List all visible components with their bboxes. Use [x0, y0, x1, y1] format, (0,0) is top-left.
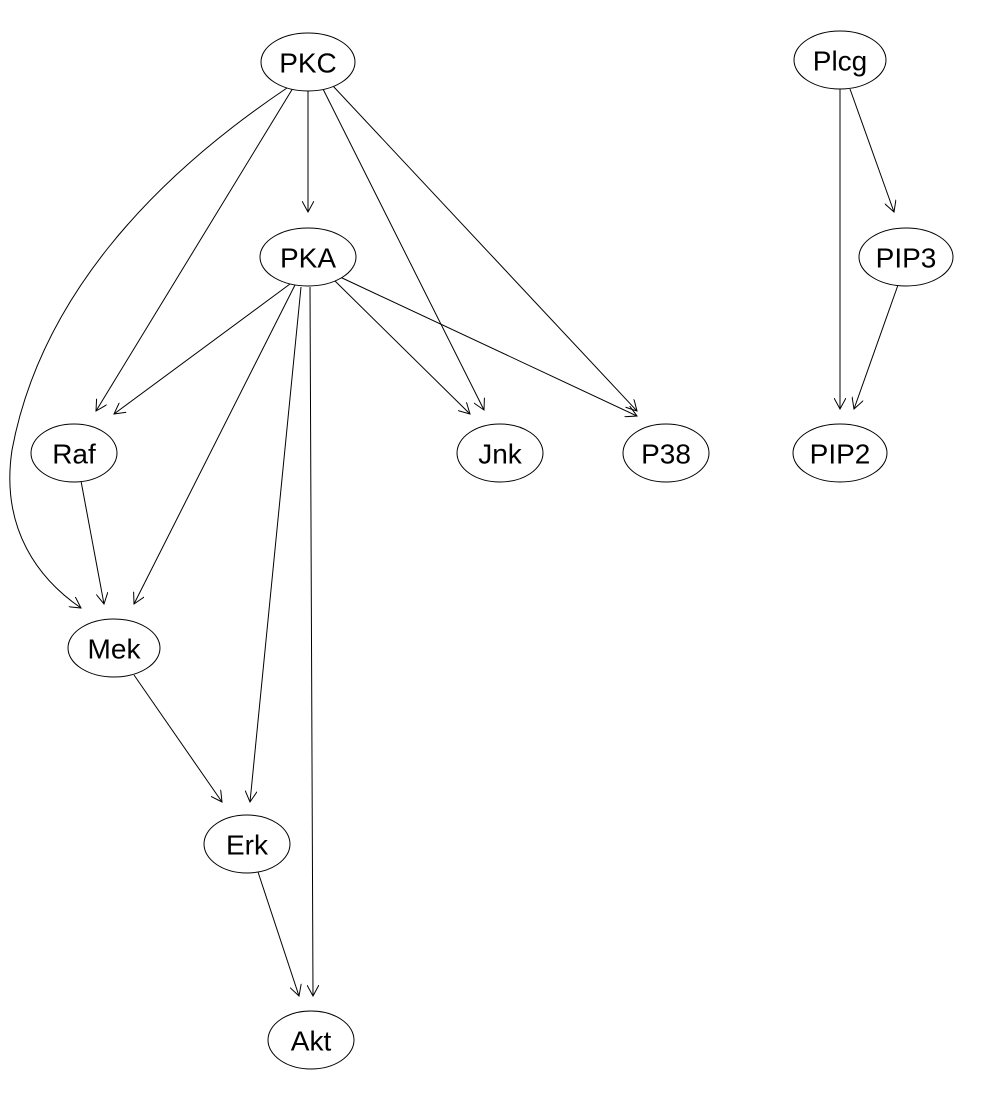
- node-p38: P38: [622, 423, 710, 483]
- node-shape: [67, 618, 161, 678]
- edge-pka-to-akt: [310, 286, 313, 996]
- edge-arrow: [849, 88, 894, 212]
- node-label: PKA: [280, 243, 336, 274]
- node-shape: [260, 32, 356, 92]
- node-mek: Mek: [67, 618, 161, 678]
- node-label: Akt: [291, 1026, 332, 1057]
- node-pka: PKA: [259, 227, 357, 287]
- edge-pka-to-erk: [250, 286, 302, 802]
- edge-arrow: [310, 286, 313, 996]
- edge-plcg-to-pip3: [849, 88, 894, 212]
- edge-arrow: [96, 87, 294, 411]
- node-label: Erk: [226, 830, 269, 861]
- node-label: P38: [641, 439, 691, 470]
- edge-arrow: [854, 284, 899, 409]
- node-label: PIP2: [810, 439, 871, 470]
- edge-pkc-to-jnk: [322, 88, 484, 410]
- node-plcg: Plcg: [793, 30, 887, 90]
- edges-layer: [9, 85, 899, 996]
- edge-arrow: [339, 276, 637, 416]
- node-pkc: PKC: [260, 32, 356, 92]
- node-label: PKC: [279, 48, 337, 79]
- node-shape: [456, 423, 544, 483]
- edge-pkc-to-p38: [332, 85, 637, 411]
- edge-pkc-to-mek: [9, 87, 288, 608]
- edge-pka-to-mek: [134, 284, 296, 604]
- node-pip2: PIP2: [792, 423, 888, 483]
- edge-raf-to-mek: [80, 480, 104, 604]
- node-shape: [30, 423, 118, 483]
- edge-arrow: [250, 286, 302, 802]
- node-label: Jnk: [478, 439, 523, 470]
- edge-arrow: [332, 85, 637, 411]
- edge-pkc-to-raf: [96, 87, 294, 411]
- node-erk: Erk: [203, 814, 291, 874]
- edge-pka-to-jnk: [334, 280, 470, 414]
- edge-arrow: [133, 674, 222, 802]
- edge-arrow: [114, 283, 291, 414]
- edge-arrow: [257, 871, 299, 996]
- node-shape: [267, 1010, 355, 1070]
- node-label: Mek: [88, 634, 142, 665]
- node-shape: [858, 227, 954, 287]
- node-shape: [203, 814, 291, 874]
- edge-arrow: [334, 280, 470, 414]
- node-pip3: PIP3: [858, 227, 954, 287]
- edge-pka-to-raf: [114, 283, 291, 414]
- node-label: PIP3: [876, 243, 937, 274]
- edge-pip3-to-pip2: [854, 284, 899, 409]
- node-akt: Akt: [267, 1010, 355, 1070]
- edge-arrow: [134, 284, 296, 604]
- edge-arrow: [322, 88, 484, 410]
- edge-pka-to-p38: [339, 276, 637, 416]
- node-shape: [792, 423, 888, 483]
- node-jnk: Jnk: [456, 423, 544, 483]
- edge-arrow: [9, 87, 288, 608]
- edge-arrow: [80, 480, 104, 604]
- edge-mek-to-erk: [133, 674, 222, 802]
- node-shape: [259, 227, 357, 287]
- node-shape: [793, 30, 887, 90]
- node-raf: Raf: [30, 423, 118, 483]
- edge-erk-to-akt: [257, 871, 299, 996]
- node-label: Plcg: [813, 46, 867, 77]
- node-shape: [622, 423, 710, 483]
- node-label: Raf: [52, 439, 96, 470]
